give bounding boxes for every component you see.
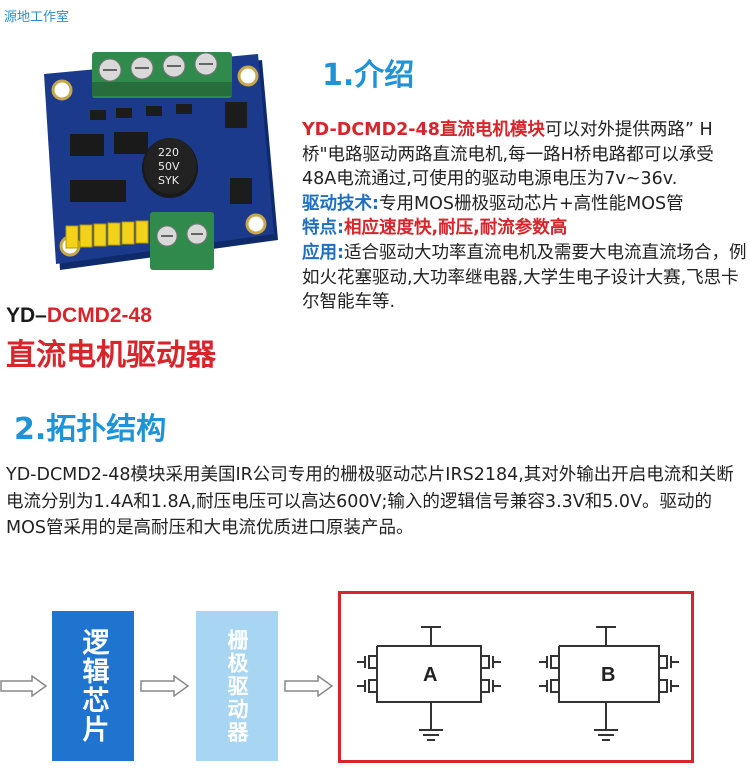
intro-paragraph-1: YD-DCMD2-48直流电机模块可以对外提供两路” H桥"电路驱动两路直流电机…	[302, 118, 747, 192]
product-model-prefix: YD–	[6, 304, 47, 327]
h-bridge-circuit: A B	[357, 626, 679, 741]
intro-paragraph-2: 驱动技术:专用MOS栅极驱动芯片+高性能MOS管	[302, 192, 747, 217]
section-title-intro: 1.介绍	[322, 58, 415, 93]
logic-to-driver-arrow-icon	[140, 675, 190, 697]
capacitor-label-2: 50V	[158, 160, 180, 173]
features-text: 相应速度快,耐压,耐流参数高	[344, 218, 568, 239]
bridge-b-label: B	[601, 664, 615, 686]
h-bridge-frame: A B	[338, 591, 694, 763]
logic-chip-label: 逻辑芯片	[77, 628, 109, 744]
topology-text: YD-DCMD2-48模块采用美国IR公司专用的栅极驱动芯片IRS2184,其对…	[6, 462, 748, 542]
drive-tech-label: 驱动技术:	[302, 193, 379, 214]
gate-driver-label: 栅极驱动器	[225, 628, 249, 744]
logic-chip-block: 逻辑芯片	[52, 611, 134, 761]
watermark: 源地工作室	[4, 10, 70, 25]
capacitor-label-3: SYK	[158, 174, 180, 187]
application-text: 适合驱动大功率直流电机及需要大电流直流场合，例如火花塞驱动,大功率继电器,大学生…	[302, 242, 747, 313]
bridge-a-label: A	[423, 664, 437, 686]
intro-paragraph-3: 特点:相应速度快,耐压,耐流参数高	[302, 216, 747, 241]
drive-tech-text: 专用MOS栅极驱动芯片+高性能MOS管	[379, 193, 684, 214]
intro-text: YD-DCMD2-48直流电机模块可以对外提供两路” H桥"电路驱动两路直流电机…	[302, 118, 747, 315]
product-model: YD–DCMD2-48	[6, 304, 152, 328]
block-diagram: 逻辑芯片 栅极驱动器	[0, 585, 750, 771]
product-board-image: 220 50V SYK	[44, 52, 278, 270]
gate-driver-block: 栅极驱动器	[196, 611, 278, 761]
features-label: 特点:	[302, 218, 344, 239]
application-label: 应用:	[302, 242, 344, 263]
intro-highlight: YD-DCMD2-48直流电机模块	[302, 120, 545, 140]
input-arrow-icon	[0, 675, 48, 697]
topology-paragraph: YD-DCMD2-48模块采用美国IR公司专用的栅极驱动芯片IRS2184,其对…	[6, 465, 734, 538]
intro-p1-text: 可以对外提供两路” H桥"电路驱动两路直流电机,每一路H桥电路都可以承受48A电…	[302, 120, 714, 190]
driver-to-bridge-arrow-icon	[284, 675, 334, 697]
product-name: 直流电机驱动器	[6, 338, 216, 373]
product-model-code: DCMD2-48	[46, 304, 152, 327]
intro-paragraph-4: 应用:适合驱动大功率直流电机及需要大电流直流场合，例如火花塞驱动,大功率继电器,…	[302, 241, 747, 315]
capacitor-label-1: 220	[158, 146, 179, 159]
section-title-topology: 2.拓扑结构	[14, 412, 167, 447]
